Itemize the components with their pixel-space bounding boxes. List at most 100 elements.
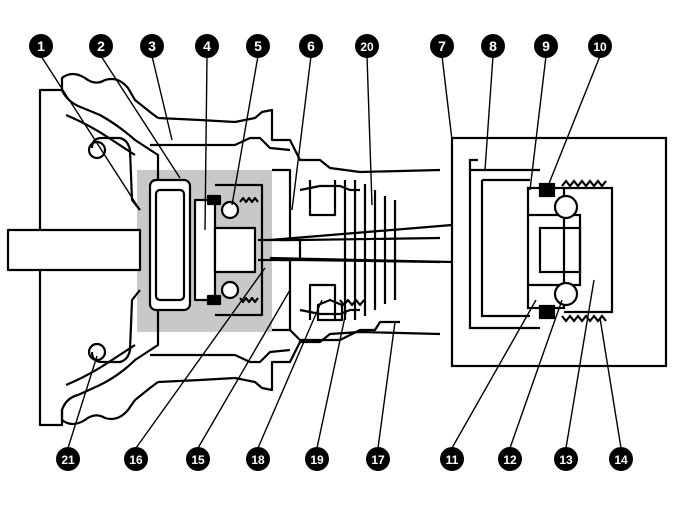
inset-housing-wall [468, 168, 540, 330]
callout-15: 15 [186, 447, 210, 471]
callout-6-label: 6 [307, 38, 315, 54]
zoom-connector-bottom [269, 256, 453, 264]
callout-4-label: 4 [203, 38, 211, 54]
callout-21-label: 21 [61, 453, 75, 467]
zoom-connector-top [269, 223, 453, 242]
callout-14: 14 [609, 447, 633, 471]
callout-11-label: 11 [446, 453, 459, 467]
callout-17: 17 [366, 447, 390, 471]
leader-7 [441, 55, 453, 141]
inset-ball-top [553, 194, 579, 220]
bearing-ball-bottom [220, 280, 240, 300]
leader-8 [484, 55, 494, 171]
bearing-spring-top [239, 196, 259, 204]
callout-3: 3 [140, 34, 164, 58]
housing-scallops-top [60, 72, 159, 119]
body-top-contour-2 [150, 136, 291, 152]
callout-8: 8 [481, 34, 505, 58]
inset-seal-top [538, 182, 556, 198]
leader-17 [377, 321, 396, 449]
callout-20-label: 20 [360, 40, 374, 54]
shaft [6, 228, 142, 272]
inset-spring-top [561, 179, 607, 188]
bearing-hub [213, 226, 257, 274]
callout-10: 10 [588, 34, 612, 58]
callouts-top: 1 2 3 4 5 6 20 7 8 9 10 [29, 34, 612, 58]
leader-4 [204, 55, 208, 231]
detail-inset-frame [450, 136, 668, 368]
callout-18: 18 [246, 447, 270, 471]
body-bottom-contour-2 [150, 348, 291, 364]
callout-15-label: 15 [191, 453, 205, 467]
leader-3 [151, 55, 173, 141]
piston-inner [154, 188, 186, 302]
callout-13: 13 [554, 447, 578, 471]
bearing-block-outline [215, 183, 264, 317]
inset-ball-bottom [553, 281, 579, 307]
housing-inner-line-bottom [65, 344, 136, 387]
body-top-contour [157, 108, 441, 174]
bearing-ball-top [220, 200, 240, 220]
bearing-spring-bottom [239, 296, 259, 304]
leader-18 [257, 299, 323, 449]
callout-18-label: 18 [251, 453, 265, 467]
leader-12 [509, 299, 563, 449]
callout-7: 7 [430, 34, 454, 58]
callout-9: 9 [534, 34, 558, 58]
spring-retainer-top [299, 184, 360, 192]
leader-14 [599, 317, 622, 449]
callout-17-label: 17 [371, 453, 385, 467]
leader-5 [231, 55, 259, 206]
sleeve-top [272, 168, 292, 242]
callout-6: 6 [299, 34, 323, 58]
spring-retainer-bottom [299, 308, 360, 316]
lower-ring [316, 298, 344, 322]
callout-8-label: 8 [489, 38, 497, 54]
housing-inner-line-top [65, 113, 136, 156]
callout-21: 21 [56, 447, 80, 471]
inset-housing-wall-inner [480, 178, 530, 318]
leader-20 [366, 55, 373, 206]
callout-16: 16 [124, 447, 148, 471]
callout-13-label: 13 [559, 453, 573, 467]
callout-2: 2 [89, 34, 113, 58]
lower-spring [339, 298, 365, 307]
inset-spring-bottom [561, 314, 607, 323]
callout-12: 12 [498, 447, 522, 471]
bearing-seal-bottom [206, 294, 222, 306]
leader-9 [529, 55, 547, 191]
callout-1-label: 1 [37, 38, 45, 54]
callout-7-label: 7 [438, 38, 446, 54]
callout-5-label: 5 [254, 38, 262, 54]
callout-12-label: 12 [503, 453, 517, 467]
callout-10-label: 10 [593, 40, 607, 54]
callout-5: 5 [246, 34, 270, 58]
leader-16 [135, 267, 266, 449]
piston [148, 178, 192, 312]
inset-seal-bottom [538, 304, 556, 320]
callout-19: 19 [305, 447, 329, 471]
lower-flange [289, 320, 400, 342]
housing-scallops-bottom [60, 381, 159, 426]
callout-3-label: 3 [148, 38, 156, 54]
leader-13 [565, 279, 595, 449]
spring-cup-top [308, 180, 337, 217]
leader-21 [67, 355, 98, 449]
housing-outer [38, 88, 160, 427]
callout-9-label: 9 [542, 38, 550, 54]
callout-1: 1 [29, 34, 53, 58]
inset-hub-step [528, 213, 582, 287]
seal-ring-bottom [90, 289, 141, 364]
leader-1 [40, 55, 141, 211]
leader-2 [100, 55, 181, 179]
callout-16-label: 16 [129, 453, 143, 467]
callout-19-label: 19 [310, 453, 324, 467]
callout-11: 11 [440, 447, 464, 471]
leader-19 [316, 311, 347, 449]
callout-20: 20 [355, 34, 379, 58]
leader-15 [197, 289, 291, 449]
leader-11 [451, 299, 537, 449]
callouts-bottom: 21 16 15 18 19 17 11 12 13 14 [56, 447, 633, 471]
seal-ring-ball-bottom [87, 342, 107, 362]
